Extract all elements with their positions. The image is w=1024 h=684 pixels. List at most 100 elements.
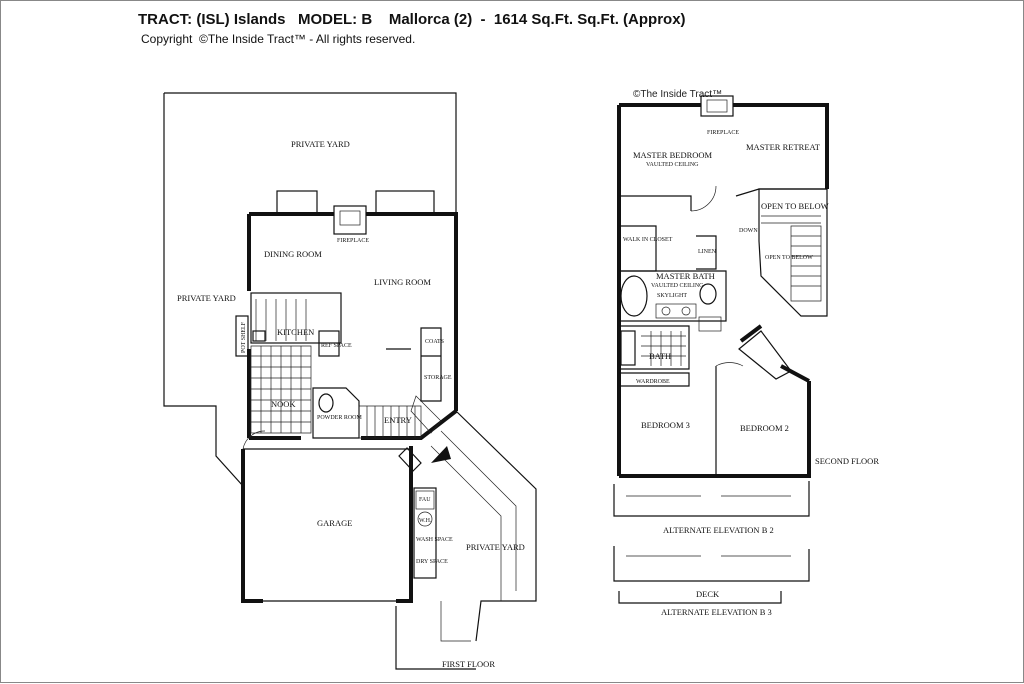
label-private-yard-top: PRIVATE YARD [291,139,350,149]
label-down: DOWN [739,228,758,234]
kitchen-tile-grid [250,299,312,434]
label-nook: NOOK [271,399,296,409]
fireplace-hearth-1f [339,210,361,226]
label-wash-space: WASH SPACE [416,537,453,543]
label-coats: COATS [425,339,444,345]
watermark: ©The Inside Tract™ [633,89,722,100]
vanity-sink-right [681,306,691,316]
walk-step [440,601,471,642]
driveway-edge [395,606,476,670]
master-tub [620,275,648,317]
alt-elevation-b3-outline [613,546,810,582]
label-garage: GARAGE [317,518,352,528]
yard-walk-line [440,430,517,591]
vanity-sink-left [661,306,671,316]
wardrobe [619,372,690,387]
hall-bath-tile [641,331,686,366]
powder-toilet [318,393,334,413]
yard-fence-right [455,410,537,642]
master-retreat-bottom-wall [735,188,827,197]
bay-window-left [276,190,318,214]
storage-closet [420,327,442,402]
label-vaulted-ceiling: VAULTED CEILING [646,162,699,168]
label-skylight: SKYLIGHT [657,293,687,299]
label-private-yard-left: PRIVATE YARD [177,293,236,303]
open-to-below-area [758,188,828,317]
bay-window-right [375,190,435,214]
bedroom-2-door-swing [715,362,744,367]
label-alt-elevation-b2: ALTERNATE ELEVATION B 2 [663,525,774,535]
entry-arrow-icon [431,446,451,463]
label-living-room: LIVING ROOM [374,277,431,287]
label-private-yard-right: PRIVATE YARD [466,542,525,552]
hall-tub [620,330,636,366]
label-storage: STORAGE [424,375,452,381]
yard-fence-top [164,92,457,216]
label-wardrobe: WARDROBE [636,379,670,385]
label-bath: BATH [649,351,671,361]
label-deck: DECK [696,589,720,599]
refrigerator-space [318,330,340,357]
bedroom-2-closet [738,330,792,380]
label-fireplace-1f: FIREPLACE [337,238,369,244]
entry-door [398,447,422,472]
fireplace-hearth-2f [706,99,728,113]
water-heater [417,511,433,527]
label-master-retreat: MASTER RETREAT [746,142,821,152]
hall-bath-walls [619,325,690,370]
kitchen-sink [252,330,266,342]
laundry-area [413,487,437,579]
alt-elevation-b2-outline [613,481,810,517]
sf-wall-top [619,103,829,189]
main-wall-top [249,212,458,411]
garage-door-swing [242,430,266,450]
label-first-floor: FIRST FLOOR [442,659,495,669]
linen-2 [698,316,722,332]
powder-room-walls [312,387,360,439]
page-title: TRACT: (ISL) Islands MODEL: B Mallorca (… [138,11,686,28]
kitchen-counter [250,292,342,344]
furnace-unit [415,490,435,510]
master-bath-walls [619,270,727,322]
label-master-bath: MASTER BATH [656,271,715,281]
entry-stairs [358,405,422,439]
master-vanity [655,303,697,319]
label-bedroom-3: BEDROOM 3 [641,420,690,430]
label-open-to-below-side: OPEN TO BELOW [765,255,813,261]
linen-closet [696,235,717,270]
pot-shelf [235,315,249,357]
label-powder-room: POWDER ROOM [317,415,363,421]
label-master-bedroom: MASTER BEDROOM [633,150,713,160]
yard-walk-line-2 [430,445,502,601]
label-furnace: FAU [419,497,431,503]
yard-fence-left [163,93,244,487]
second-floor-stairs [761,215,822,302]
label-water-heater: W.H. [419,518,432,524]
second-floor-plan: ©The Inside Tract™ [613,89,879,617]
label-alt-elevation-b3: ALTERNATE ELEVATION B 3 [661,607,772,617]
sf-wall-bottom [619,381,811,478]
first-floor-plan: PRIVATE YARD PRIVATE YARD PRIVATE YARD D… [163,92,537,670]
garage-walls [241,446,413,603]
label-ref-space: REF SPACE [321,343,352,349]
label-second-floor: SECOND FLOOR [815,456,879,466]
label-linen: LINEN [698,249,717,255]
label-pot-shelf: POT SHELF [241,321,247,353]
copyright-notice: Copyright ©The Inside Tract™ - All right… [141,32,416,46]
label-master-bath-ceiling: VAULTED CEILING [651,283,704,289]
label-entry: ENTRY [384,415,412,425]
label-bedroom-2: BEDROOM 2 [740,423,789,433]
master-door-swing [690,185,717,212]
fireplace-1f [333,205,367,235]
label-fireplace-2f: FIREPLACE [707,130,739,136]
walk-in-closet [619,225,657,272]
label-walk-in-closet: WALK IN CLOSET [623,237,673,243]
label-kitchen: KITCHEN [277,327,314,337]
entry-stair-turn [410,395,442,434]
master-bedroom-bottom-wall [619,195,692,211]
label-open-to-below-top: OPEN TO BELOW [761,201,829,211]
label-dining-room: DINING ROOM [264,249,322,259]
sf-wall-diag [739,324,810,383]
